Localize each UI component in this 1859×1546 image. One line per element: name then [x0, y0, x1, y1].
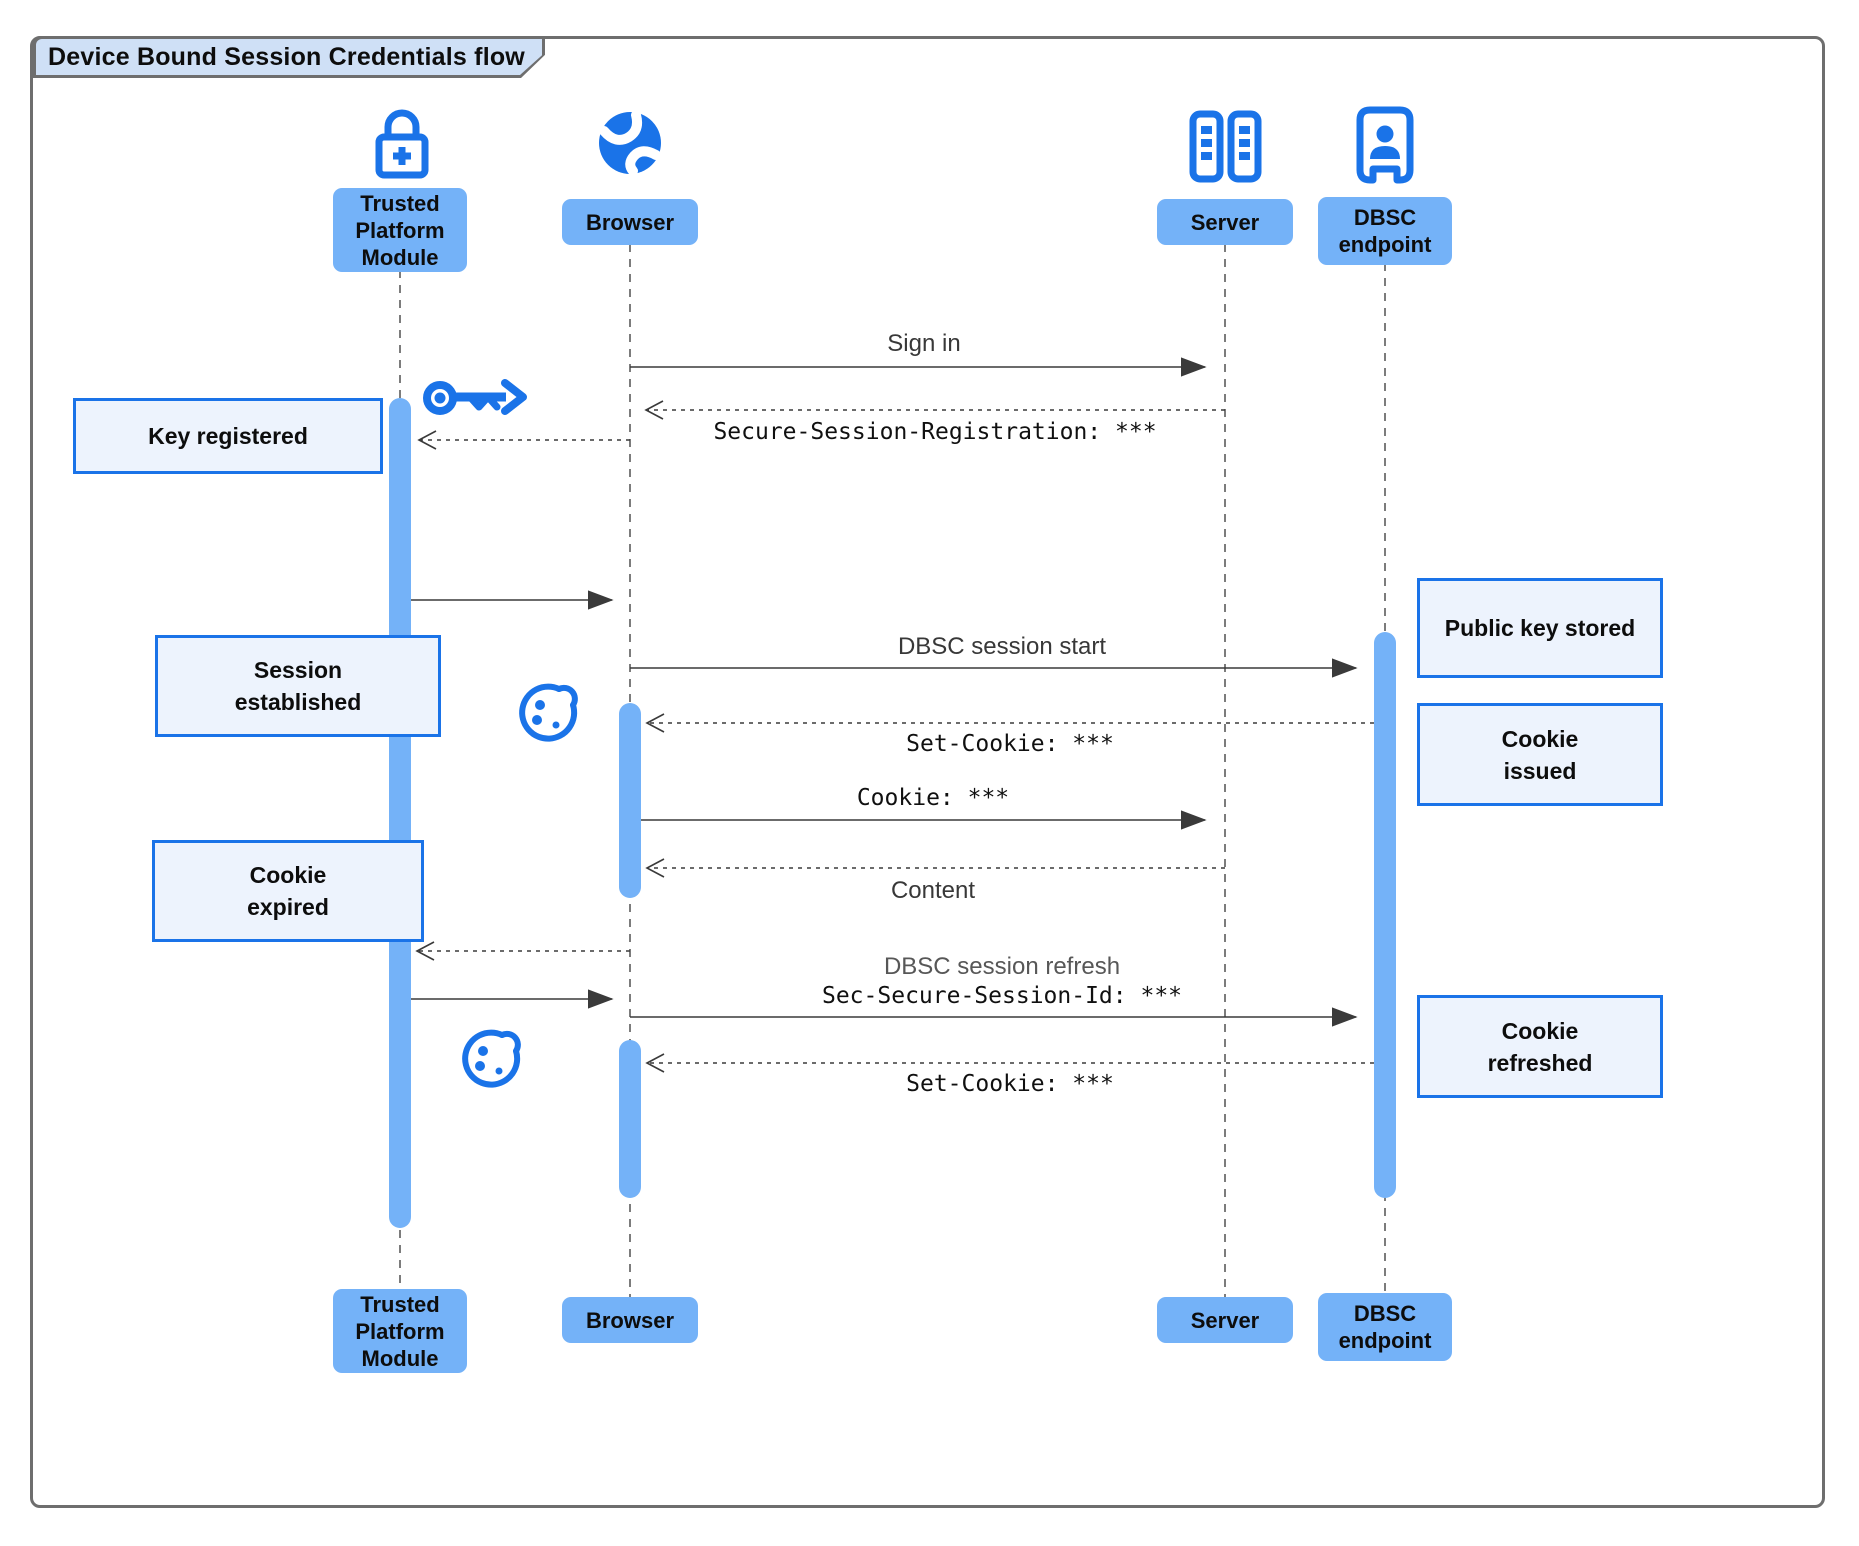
- key-icon: [423, 379, 527, 415]
- diagram-title-tab-fill: Device Bound Session Credentials flow: [36, 39, 542, 75]
- message-dbsc-session-start: DBSC session start: [897, 633, 1107, 660]
- note-session-established: Session established: [155, 635, 441, 737]
- arrowhead-open: [645, 858, 665, 878]
- message-secure-session-registration: Secure-Session-Registration: ***: [713, 419, 1157, 445]
- message-sign-in: Sign in: [887, 330, 961, 357]
- actor-label-tpm-bottom: Trusted Platform Module: [333, 1289, 467, 1373]
- arrowhead-open: [415, 941, 435, 961]
- message-set-cookie-refresh: Set-Cookie: ***: [906, 1071, 1114, 1097]
- note-public-key-stored: Public key stored: [1417, 578, 1663, 678]
- arrowhead-open: [417, 430, 437, 450]
- activation-bar-dbsc: [1374, 632, 1396, 1198]
- diagram-frame: [30, 36, 1825, 1508]
- actor-label-server-top: Server: [1157, 199, 1293, 245]
- note-cookie-refreshed: Cookie refreshed: [1417, 995, 1663, 1098]
- message-content: Content: [890, 877, 976, 904]
- actor-label-tpm-top: Trusted Platform Module: [333, 188, 467, 272]
- arrowhead-open: [645, 713, 665, 733]
- actor-label-browser-top: Browser: [562, 199, 698, 245]
- server-rack-icon: [1189, 110, 1262, 183]
- arrowhead-open: [644, 400, 664, 420]
- diagram-title-tab: Device Bound Session Credentials flow: [33, 36, 545, 78]
- message-sec-secure-session-id: Sec-Secure-Session-Id: ***: [821, 983, 1183, 1009]
- arrowhead-open: [645, 1053, 665, 1073]
- cookie-icon: [519, 683, 578, 742]
- activation-bar-tpm: [389, 398, 411, 1228]
- message-cookie: Cookie: ***: [856, 785, 1010, 811]
- globe-icon: [599, 110, 661, 176]
- lock-plus-icon: [375, 109, 429, 179]
- diagram-title: Device Bound Session Credentials flow: [48, 42, 525, 71]
- activation-bar-browser-2: [619, 1040, 641, 1198]
- note-key-registered: Key registered: [73, 398, 383, 474]
- note-cookie-expired: Cookie expired: [152, 840, 424, 942]
- message-dbsc-session-refresh: DBSC session refresh: [883, 953, 1121, 980]
- actor-label-server-bottom: Server: [1157, 1297, 1293, 1343]
- message-set-cookie-issue: Set-Cookie: ***: [906, 731, 1114, 757]
- cookie-icon: [462, 1029, 521, 1088]
- activation-bar-browser-1: [619, 703, 641, 898]
- actor-label-dbsc-bottom: DBSC endpoint: [1318, 1293, 1452, 1361]
- note-cookie-issued: Cookie issued: [1417, 703, 1663, 806]
- actor-label-dbsc-top: DBSC endpoint: [1318, 197, 1452, 265]
- actor-label-browser-bottom: Browser: [562, 1297, 698, 1343]
- person-badge-icon: [1356, 106, 1414, 184]
